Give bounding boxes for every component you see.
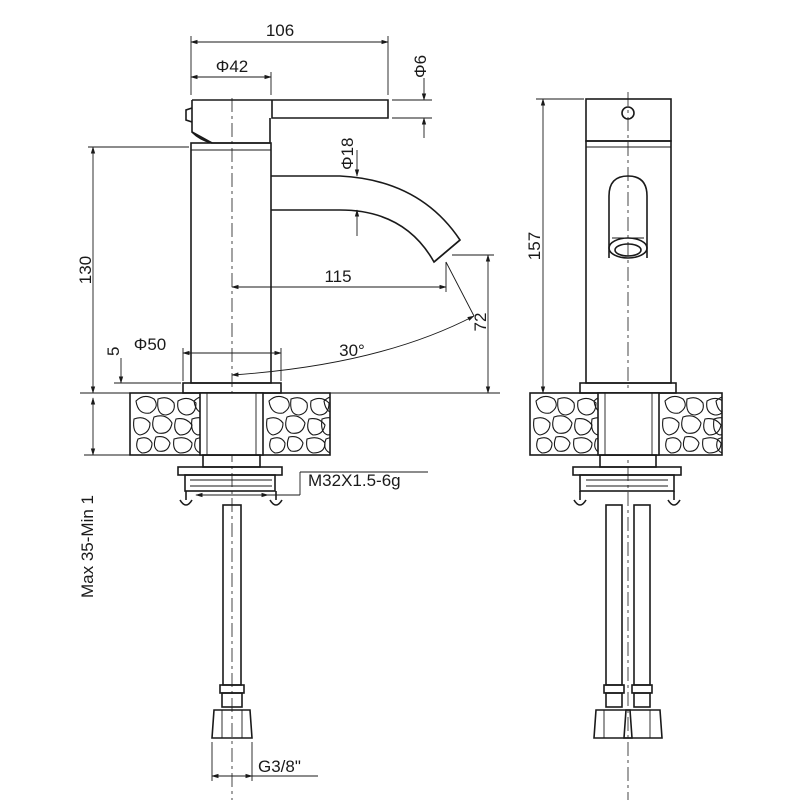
dimension-72: 72 [452, 254, 494, 394]
spout-front [608, 175, 648, 259]
front-deck-section [529, 392, 723, 456]
dim-label-phi18: Φ18 [338, 138, 357, 170]
side-view: 106 Φ42 Φ6 Φ18 130 [76, 21, 500, 800]
front-mounting-hardware [572, 454, 682, 506]
mounting-hardware [177, 454, 283, 506]
spout [271, 175, 462, 264]
front-view: 157 [525, 92, 723, 800]
lever-screw-hole [621, 106, 635, 120]
dim-label-thread: M32X1.5-6g [308, 471, 401, 490]
deck-section [129, 392, 331, 456]
dimension-106: 106 [190, 21, 389, 95]
dimension-deck-thickness: Max 35-Min 1 [78, 397, 130, 598]
faucet-body [190, 142, 272, 384]
dimension-angle-30: 30° [231, 261, 475, 377]
dim-label-phi42: Φ42 [216, 57, 248, 76]
dimension-g38: G3/8" [211, 742, 318, 781]
supply-hose [211, 504, 253, 739]
dimension-157: 157 [525, 98, 584, 394]
dimension-130: 130 [76, 146, 189, 394]
dimension-thread: M32X1.5-6g [195, 471, 428, 498]
dim-label-157: 157 [525, 232, 544, 260]
dimension-phi42: Φ42 [190, 57, 272, 95]
dim-label-106: 106 [266, 21, 294, 40]
dimension-phi18: Φ18 [338, 138, 360, 236]
lever-handle [185, 99, 389, 144]
dimension-phi6: Φ6 [392, 55, 432, 138]
front-body [585, 140, 672, 384]
dim-label-deck: Max 35-Min 1 [78, 495, 97, 598]
dim-label-phi50: Φ50 [134, 335, 166, 354]
top-cap [585, 98, 672, 142]
dimension-115: 115 [231, 262, 447, 292]
dim-label-5: 5 [104, 347, 123, 356]
dim-label-130: 130 [76, 256, 95, 284]
dim-label-115: 115 [324, 267, 351, 286]
dim-label-72: 72 [471, 313, 490, 332]
front-supply-hoses [593, 504, 663, 739]
dimension-phi50: Φ50 [134, 335, 282, 381]
dim-label-phi6: Φ6 [411, 55, 430, 78]
dimension-5: 5 [104, 347, 181, 384]
dim-label-g38: G3/8" [258, 757, 301, 776]
dim-label-angle: 30° [339, 341, 365, 360]
